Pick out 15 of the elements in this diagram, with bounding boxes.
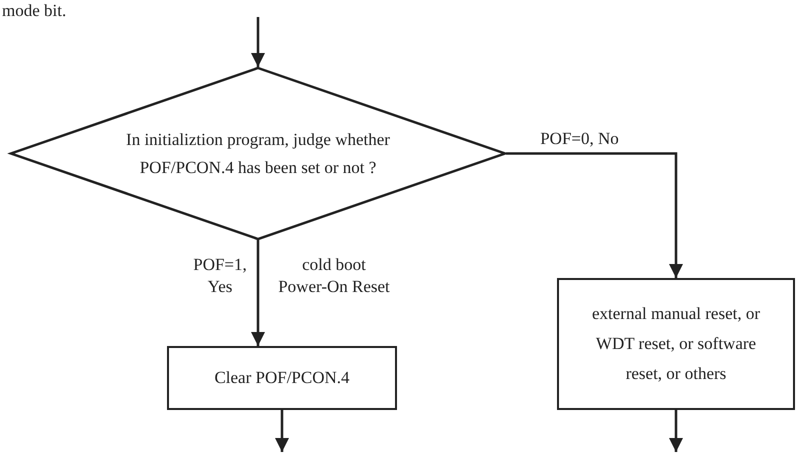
decision-diamond — [10, 67, 506, 240]
process-box — [557, 278, 795, 410]
arrow — [669, 410, 683, 452]
note-text: mode bit. — [2, 0, 66, 22]
node-text: external manual reset, or WDT reset, or software reset, or others — [590, 303, 762, 385]
arrow — [506, 152, 683, 278]
edge-label: POF=0, No — [539, 128, 620, 150]
edge-label: POF=1, Yes — [192, 254, 248, 298]
node-text: In initializtion program, judge whether POF/PCON.4 has been set or not ? — [125, 129, 391, 178]
arrow — [251, 17, 265, 67]
node-text: Clear POF/PCON.4 — [214, 366, 350, 389]
arrow — [251, 240, 265, 346]
arrow — [275, 410, 289, 452]
branch-label: cold boot Power-On Reset — [277, 254, 391, 298]
process-box — [167, 346, 397, 410]
